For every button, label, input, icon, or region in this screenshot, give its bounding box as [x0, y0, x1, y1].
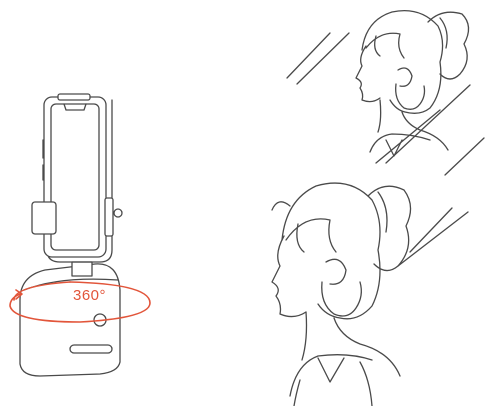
device-neck [71, 261, 93, 277]
right-knob [113, 208, 123, 218]
left-clamp [31, 201, 57, 235]
upper-ponytail [427, 11, 470, 80]
device-base [19, 263, 121, 377]
phone-screen [50, 103, 100, 251]
upper-face [355, 45, 381, 103]
lower-ponytail [367, 185, 412, 272]
device-slot [69, 344, 113, 354]
phone-holder-device [9, 93, 151, 377]
lower-face [271, 235, 307, 318]
phone-notch [63, 103, 87, 111]
phone-top-clip [57, 93, 91, 101]
right-clamp [104, 197, 114, 237]
rotation-arrow-head [15, 289, 23, 300]
girl-upper [355, 9, 470, 157]
motion-lines [286, 32, 485, 267]
rotation-arc-front [9, 281, 151, 323]
girl-lower [271, 182, 412, 406]
upper-hair [361, 9, 444, 114]
rotation-label: 360° [73, 287, 107, 304]
lower-hair [281, 182, 381, 320]
